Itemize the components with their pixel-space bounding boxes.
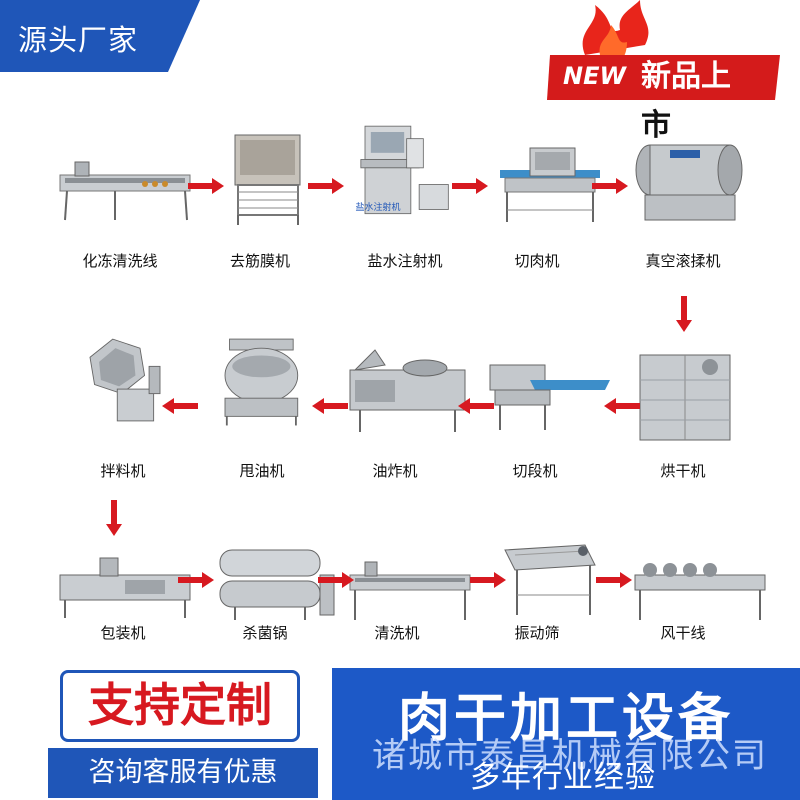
arrow-left-icon — [604, 398, 640, 414]
new-product-tag: NEW 新品上 市 — [545, 0, 795, 143]
label-fryer: 油炸机 — [372, 462, 418, 480]
arrow-left-icon — [458, 398, 494, 414]
footer-right-panel — [332, 668, 800, 800]
arrow-right-icon — [188, 178, 224, 194]
label-dryer: 烘干机 — [660, 462, 706, 480]
label-fascia-remover: 去筋膜机 — [229, 252, 290, 270]
arrow-right-icon — [178, 572, 214, 588]
machine-brine-injector: 盐水注射机 — [340, 122, 490, 222]
machine-seasoner — [65, 330, 215, 430]
label-meat-cutter: 切肉机 — [514, 252, 560, 270]
label-air-dry-line: 风干线 — [660, 624, 706, 642]
arrow-right-icon — [596, 572, 632, 588]
label-oil-spinner: 甩油机 — [239, 462, 285, 480]
arrow-right-icon — [452, 178, 488, 194]
machine-dryer — [630, 345, 780, 445]
machine-sterilizer — [205, 535, 355, 635]
new-label: NEW — [563, 62, 626, 90]
label-sterilizer: 杀菌锅 — [242, 624, 288, 642]
arrow-down-icon — [676, 296, 692, 332]
customize-banner: 支持定制 — [60, 670, 300, 742]
arrow-left-icon — [162, 398, 198, 414]
machine-fascia-remover — [210, 130, 360, 230]
machine-vibrating-sieve — [495, 530, 645, 630]
label-washer: 清洗机 — [374, 624, 420, 642]
new-product-text: 新品上 — [641, 59, 731, 94]
machine-packer — [55, 540, 205, 640]
label-vibrating-sieve: 振动筛 — [514, 624, 560, 642]
label-brine-injector: 盐水注射机 — [367, 252, 443, 270]
arrow-right-icon — [308, 178, 344, 194]
label-vacuum-tumbler: 真空滚揉机 — [645, 252, 721, 270]
years-experience: 多年行业经验 — [470, 760, 656, 795]
machine-segment-cutter — [480, 340, 630, 440]
company-name: 诸城市泰昌机械有限公司 — [372, 736, 768, 776]
arrow-left-icon — [312, 398, 348, 414]
machine-oil-spinner — [200, 330, 350, 430]
machine-thaw-line — [55, 140, 205, 240]
machine-air-dry-line — [630, 540, 780, 640]
product-title: 肉干加工设备 — [398, 689, 735, 749]
machine-vacuum-tumbler — [620, 135, 770, 235]
flame-icon — [547, 0, 780, 100]
arrow-right-icon — [592, 178, 628, 194]
label-segment-cutter: 切段机 — [512, 462, 558, 480]
arrow-right-icon — [318, 572, 354, 588]
badge-text: 源头厂家 — [18, 23, 139, 57]
source-factory-badge: 源头厂家 — [0, 0, 200, 72]
arrow-down-icon — [106, 500, 122, 536]
consult-banner: 咨询客服有优惠 — [48, 748, 318, 798]
label-seasoner: 拌料机 — [100, 462, 146, 480]
brine-panel-text: 盐水注射机 — [355, 203, 401, 213]
machine-meat-cutter — [485, 140, 635, 240]
arrow-right-icon — [470, 572, 506, 588]
label-thaw-line: 化冻清洗线 — [82, 252, 158, 270]
machine-fryer — [345, 340, 495, 440]
label-packer: 包装机 — [100, 624, 146, 642]
new-product-text-2: 市 — [641, 108, 671, 143]
